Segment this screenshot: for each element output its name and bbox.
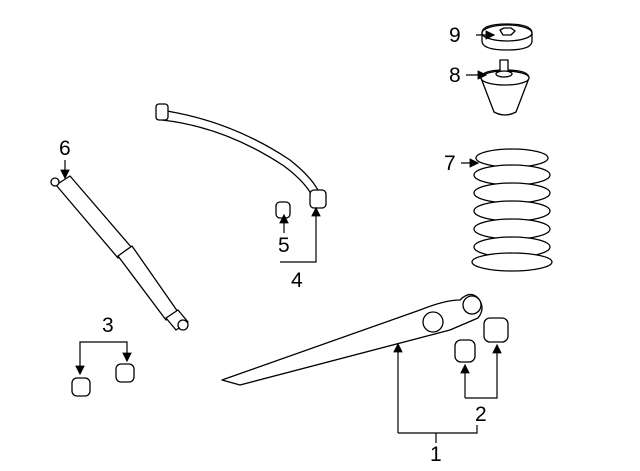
callout-2: 2 xyxy=(475,403,487,426)
callout-7: 7 xyxy=(444,152,456,175)
shock-absorber xyxy=(50,175,189,331)
shock-bushing-left xyxy=(71,377,91,397)
stabilizer-bar xyxy=(155,103,327,209)
callout-8: 8 xyxy=(449,64,461,87)
callout-5: 5 xyxy=(278,234,290,257)
arm-bushing-left xyxy=(454,339,476,363)
stabilizer-bushing xyxy=(275,201,291,219)
shock-bushing-right xyxy=(115,363,135,383)
arm-bushing-right xyxy=(483,317,509,343)
callout-3: 3 xyxy=(102,314,114,337)
callout-1: 1 xyxy=(430,443,442,466)
coil-spring xyxy=(471,148,553,272)
callout-6: 6 xyxy=(59,137,71,160)
callout-4: 4 xyxy=(291,269,303,292)
bump-stop xyxy=(480,59,530,116)
callout-9: 9 xyxy=(449,24,461,47)
lower-control-arm xyxy=(221,293,483,386)
spring-insulator xyxy=(481,23,533,51)
